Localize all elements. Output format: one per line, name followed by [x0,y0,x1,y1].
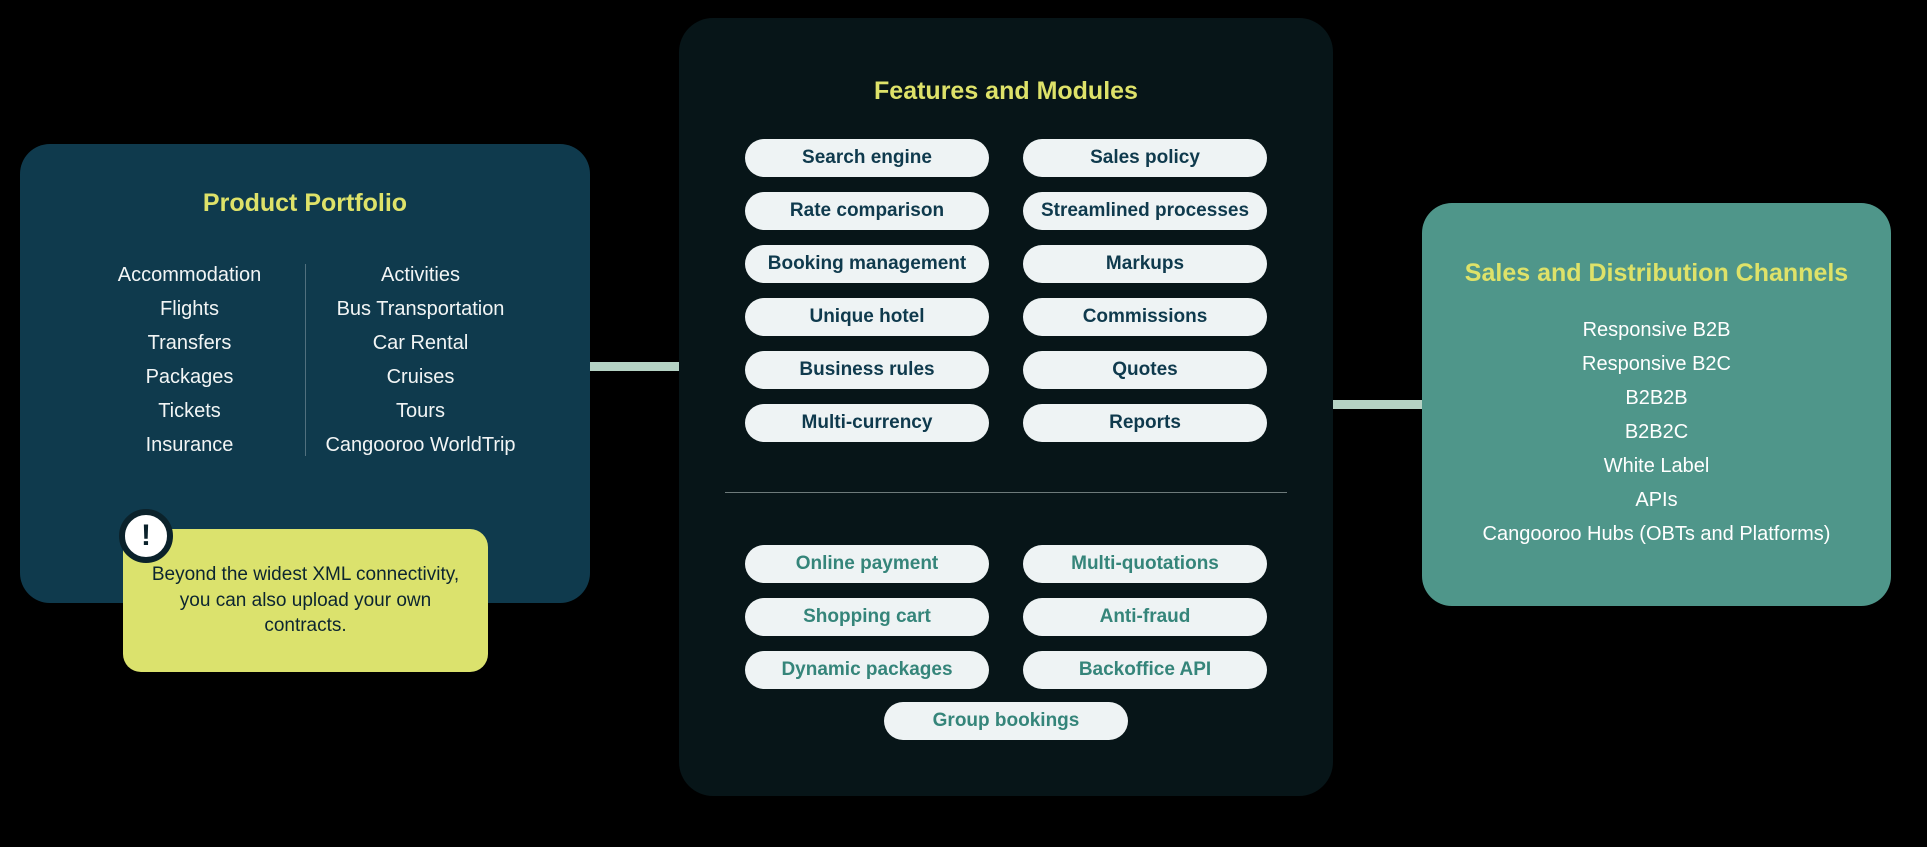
exclamation-glyph: ! [141,519,151,552]
list-item: Flights [160,298,219,320]
feature-pill: Booking management [745,245,989,283]
feature-pill: Backoffice API [1023,651,1267,689]
features-modules-panel: Features and Modules Search engine Sales… [679,18,1333,796]
list-item: B2B2C [1624,421,1689,443]
list-item: B2B2B [1625,387,1688,409]
list-item: Tours [396,400,445,422]
feature-pill: Streamlined processes [1023,192,1267,230]
features-modules-title: Features and Modules [874,77,1138,105]
list-item: Car Rental [372,332,469,354]
section-divider [725,492,1287,493]
product-column-1: Accommodation Flights Transfers Packages… [75,258,305,462]
list-item: Responsive B2C [1582,353,1731,375]
sales-channels-title: Sales and Distribution Channels [1464,259,1849,287]
product-portfolio-title: Product Portfolio [202,189,408,217]
feature-pill: Sales policy [1023,139,1267,177]
list-item: Bus Transportation [336,298,505,320]
feature-pill: Multi-quotations [1023,545,1267,583]
primary-pill-grid: Search engine Sales policy Rate comparis… [679,139,1333,442]
feature-pill: Business rules [745,351,989,389]
list-item: Responsive B2B [1582,319,1731,341]
list-item: APIs [1635,489,1678,511]
list-item: Tickets [158,400,221,422]
feature-pill: Multi-currency [745,404,989,442]
feature-pill: Shopping cart [745,598,989,636]
feature-pill: Reports [1023,404,1267,442]
list-item: White Label [1603,455,1710,477]
xml-connectivity-callout: Beyond the widest XML connectivity, you … [123,529,488,672]
feature-pill: Online payment [745,545,989,583]
product-portfolio-lists: Accommodation Flights Transfers Packages… [20,258,590,462]
feature-pill: Markups [1023,245,1267,283]
exclamation-icon: ! [119,509,173,563]
feature-pill: Commissions [1023,298,1267,336]
sales-channels-list: Responsive B2B Responsive B2C B2B2B B2B2… [1422,313,1891,551]
feature-pill: Unique hotel [745,298,989,336]
connector-left-center [590,362,680,371]
list-item: Activities [381,264,460,286]
list-item: Insurance [145,434,234,456]
sales-channels-panel: Sales and Distribution Channels Responsi… [1422,203,1891,606]
product-portfolio-panel: Product Portfolio Accommodation Flights … [20,144,590,603]
list-item: Cangooroo Hubs (OBTs and Platforms) [1482,523,1831,545]
feature-pill: Dynamic packages [745,651,989,689]
feature-pill: Search engine [745,139,989,177]
feature-pill: Rate comparison [745,192,989,230]
column-divider [304,264,306,456]
list-item: Cruises [386,366,455,388]
list-item: Accommodation [117,264,262,286]
list-item: Packages [145,366,234,388]
secondary-pill-grid: Online payment Multi-quotations Shopping… [679,545,1333,689]
list-item: Transfers [147,332,232,354]
callout-text: Beyond the widest XML connectivity, you … [151,564,460,637]
list-item: Cangooroo WorldTrip [325,434,516,456]
feature-pill: Quotes [1023,351,1267,389]
feature-pill: Anti-fraud [1023,598,1267,636]
connector-center-right [1333,400,1423,409]
product-column-2: Activities Bus Transportation Car Rental… [306,258,536,462]
feature-pill: Group bookings [884,702,1128,740]
